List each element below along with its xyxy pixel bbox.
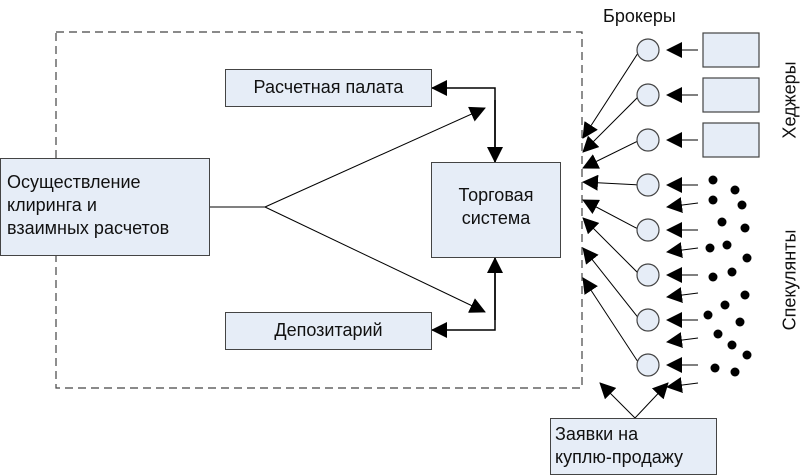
broker-order-arrow xyxy=(582,199,641,231)
clearing-line-1: Осуществление xyxy=(7,172,141,192)
speculator-dot xyxy=(727,340,737,350)
broker-order-arrow xyxy=(582,94,641,153)
speculator-dot xyxy=(742,253,752,263)
hedger-box xyxy=(702,32,760,68)
speculator-dot xyxy=(730,185,740,195)
speculator-dot xyxy=(737,200,747,210)
speculator-arrow xyxy=(666,197,699,214)
clearing-settlement-box: Осуществление клиринга и взаимных расчет… xyxy=(0,158,210,256)
broker-order-arrow xyxy=(582,247,641,321)
speculator-dot xyxy=(735,317,745,327)
orders-arrows xyxy=(599,382,669,419)
broker-node xyxy=(636,218,660,242)
clearing-line-2: клиринга и xyxy=(7,195,97,215)
clearing-house-box: Расчетная палата xyxy=(225,69,432,107)
broker-node xyxy=(636,128,660,152)
speculator-dot xyxy=(717,217,727,227)
broker-order-arrow xyxy=(582,277,641,366)
clearing-line-3: взаимных расчетов xyxy=(7,218,170,238)
depository-label: Депозитарий xyxy=(274,320,383,340)
speculator-dot xyxy=(730,367,740,377)
fork-lines xyxy=(210,106,486,313)
speculator-dot xyxy=(708,272,718,282)
speculator-dot xyxy=(740,223,750,233)
orders-line-1: Заявки на xyxy=(555,424,639,444)
orders-box: Заявки на куплю-продажу xyxy=(550,418,717,475)
broker-node xyxy=(636,38,660,62)
broker-node xyxy=(636,353,660,377)
broker-order-arrow xyxy=(582,139,641,169)
orders-line-2: куплю-продажу xyxy=(555,447,683,467)
speculator-dot xyxy=(708,175,718,185)
speculator-dot xyxy=(713,329,723,339)
speculator-arrow xyxy=(666,332,699,349)
speculator-dot xyxy=(720,300,730,310)
trading-links xyxy=(431,80,503,338)
broker-order-arrow xyxy=(582,174,641,191)
speculator-dot xyxy=(703,310,713,320)
broker-order-arrow xyxy=(582,217,641,276)
broker-node xyxy=(636,263,660,287)
brokers-label: Брокеры xyxy=(603,6,676,26)
speculator-dot xyxy=(727,267,737,277)
hedger-box xyxy=(702,122,760,158)
speculator-dot xyxy=(742,350,752,360)
speculator-dot xyxy=(722,240,732,250)
speculator-dot xyxy=(705,243,715,253)
hedger-box xyxy=(702,77,760,113)
trading-system-box: Торговая система xyxy=(431,162,561,258)
speculator-dot xyxy=(740,290,750,300)
speculator-dot xyxy=(710,363,720,373)
broker-node xyxy=(636,173,660,197)
speculator-dot xyxy=(708,195,718,205)
trading-line-1: Торговая xyxy=(458,185,534,205)
hedgers-label: Хеджеры xyxy=(779,61,800,139)
broker-node xyxy=(636,308,660,332)
trading-line-2: система xyxy=(461,208,531,228)
speculator-arrow xyxy=(666,287,699,304)
speculator-arrow xyxy=(666,377,699,394)
speculators-label: Спекулянты xyxy=(779,229,800,331)
depository-box: Депозитарий xyxy=(225,312,432,350)
broker-node xyxy=(636,83,660,107)
speculator-arrow xyxy=(666,242,699,259)
clearing-house-label: Расчетная палата xyxy=(253,77,404,97)
broker-order-arrow xyxy=(582,49,641,139)
